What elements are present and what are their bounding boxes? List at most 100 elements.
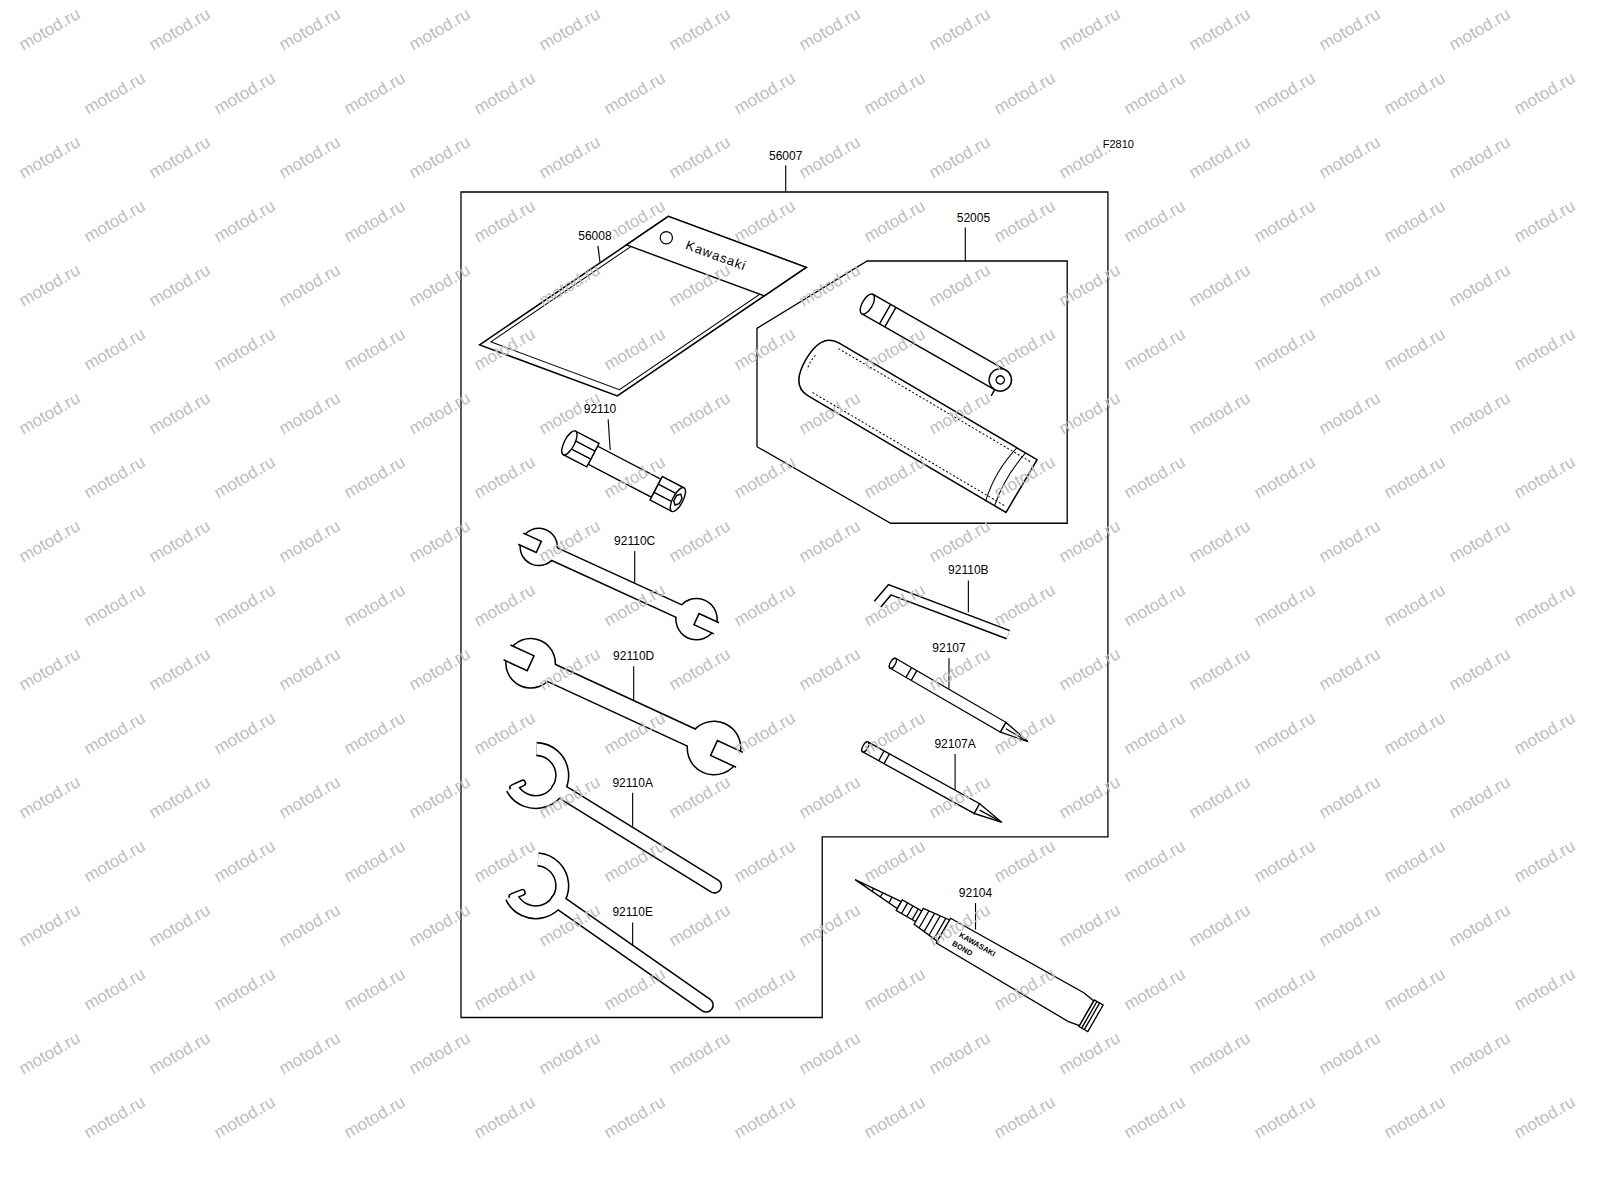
watermark-text: motod.ru (211, 325, 278, 375)
watermark-text: motod.ru (211, 581, 278, 631)
watermark-text: motod.ru (16, 773, 83, 823)
watermark-text: motod.ru (1446, 261, 1513, 311)
watermark-text: motod.ru (1446, 5, 1513, 55)
watermark-text: motod.ru (276, 1029, 343, 1079)
watermark-text: motod.ru (341, 837, 408, 887)
watermark-text: motod.ru (471, 453, 538, 503)
watermark-text: motod.ru (601, 325, 668, 375)
watermark-text: motod.ru (1381, 581, 1448, 631)
open-end-wrench (512, 519, 726, 648)
watermark-text: motod.ru (1251, 965, 1318, 1015)
watermark-text: motod.ru (16, 645, 83, 695)
watermark-text: motod.ru (341, 1093, 408, 1143)
watermark-text: motod.ru (991, 325, 1058, 375)
watermark-text: motod.ru (341, 709, 408, 759)
watermark-text: motod.ru (81, 837, 148, 887)
kit-subgroup-box: 52005 (757, 261, 1067, 523)
watermark-text: motod.ru (146, 1029, 213, 1079)
callout-number: 92104 (957, 887, 994, 900)
watermark-text: motod.ru (991, 453, 1058, 503)
watermark-text: motod.ru (1251, 837, 1318, 887)
watermark-text: motod.ru (1316, 645, 1383, 695)
watermark-text: motod.ru (1186, 901, 1253, 951)
watermark-text: motod.ru (1121, 1093, 1188, 1143)
watermark-text: motod.ru (1381, 197, 1448, 247)
watermark-text: motod.ru (1316, 517, 1383, 567)
watermark-text: motod.ru (276, 133, 343, 183)
watermark-text: motod.ru (1186, 1029, 1253, 1079)
watermark-text: motod.ru (731, 325, 798, 375)
box-outline (757, 261, 1067, 523)
watermark-text: motod.ru (81, 1093, 148, 1143)
watermark-text: motod.ru (1121, 69, 1188, 119)
callout-number: 56008 (576, 230, 613, 243)
watermark-text: motod.ru (1316, 261, 1383, 311)
figure-code: F2810 (1101, 138, 1136, 150)
watermark-text: motod.ru (406, 773, 473, 823)
box-border (757, 261, 1067, 523)
watermark-text: motod.ru (81, 325, 148, 375)
tool-kit-box: 5200556007 (461, 192, 1108, 1018)
watermark-text: motod.ru (406, 5, 473, 55)
watermark-text: motod.ru (1186, 645, 1253, 695)
watermark-text: motod.ru (601, 69, 668, 119)
watermark-text: motod.ru (536, 773, 603, 823)
screwdriver-bit (860, 741, 1004, 828)
watermark-text: motod.ru (341, 69, 408, 119)
watermark-text: motod.ru (536, 261, 603, 311)
box-border (461, 192, 1108, 1018)
watermark-text: motod.ru (1121, 453, 1188, 503)
watermark-text: motod.ru (1511, 325, 1578, 375)
watermark-text: motod.ru (1056, 389, 1123, 439)
callout-number: 92107A (932, 738, 977, 751)
watermark-text: motod.ru (666, 645, 733, 695)
watermark-text: motod.ru (1251, 453, 1318, 503)
watermark-text: motod.ru (861, 1093, 928, 1143)
watermark-text: motod.ru (926, 517, 993, 567)
watermark-text: motod.ru (601, 581, 668, 631)
watermark-text: motod.ru (1381, 709, 1448, 759)
watermark-text: motod.ru (341, 965, 408, 1015)
watermark-text: motod.ru (341, 453, 408, 503)
watermark-text: motod.ru (146, 261, 213, 311)
watermark-text: motod.ru (796, 261, 863, 311)
watermark-text: motod.ru (406, 1029, 473, 1079)
repair-bag (791, 333, 1037, 513)
watermark-text: motod.ru (1121, 197, 1188, 247)
watermark-text: motod.ru (81, 69, 148, 119)
watermark-text: motod.ru (1251, 325, 1318, 375)
watermark-text: motod.ru (731, 197, 798, 247)
watermark-text: motod.ru (861, 69, 928, 119)
watermark-text: motod.ru (796, 1029, 863, 1079)
watermark-text: motod.ru (926, 5, 993, 55)
watermark-text: motod.ru (796, 5, 863, 55)
watermark-text: motod.ru (1446, 1029, 1513, 1079)
watermark-text: motod.ru (666, 389, 733, 439)
watermark-text: motod.ru (861, 709, 928, 759)
watermark-text: motod.ru (146, 5, 213, 55)
watermark-text: motod.ru (211, 837, 278, 887)
watermark-text: motod.ru (341, 581, 408, 631)
watermark-text: motod.ru (276, 645, 343, 695)
watermark-text: motod.ru (406, 901, 473, 951)
watermark-text: motod.ru (1056, 901, 1123, 951)
watermark-text: motod.ru (1316, 133, 1383, 183)
watermark-text: motod.ru (1056, 5, 1123, 55)
watermark-text: motod.ru (731, 453, 798, 503)
watermark-text: motod.ru (81, 197, 148, 247)
watermark-text: motod.ru (471, 325, 538, 375)
watermark-text: motod.ru (1186, 261, 1253, 311)
watermark-text: motod.ru (991, 197, 1058, 247)
watermark-text: motod.ru (1251, 581, 1318, 631)
callout-number: 92110B (946, 565, 990, 578)
watermark-text: motod.ru (1056, 1029, 1123, 1079)
callout-number: 56007 (767, 150, 804, 163)
watermark-text: motod.ru (1381, 325, 1448, 375)
watermark-text: motod.ru (731, 709, 798, 759)
watermark-text: motod.ru (1381, 69, 1448, 119)
watermark-text: motod.ru (146, 517, 213, 567)
watermark-text: motod.ru (1316, 5, 1383, 55)
watermark-text: motod.ru (1121, 581, 1188, 631)
watermark-text: motod.ru (601, 837, 668, 887)
watermark-text: motod.ru (1056, 645, 1123, 695)
